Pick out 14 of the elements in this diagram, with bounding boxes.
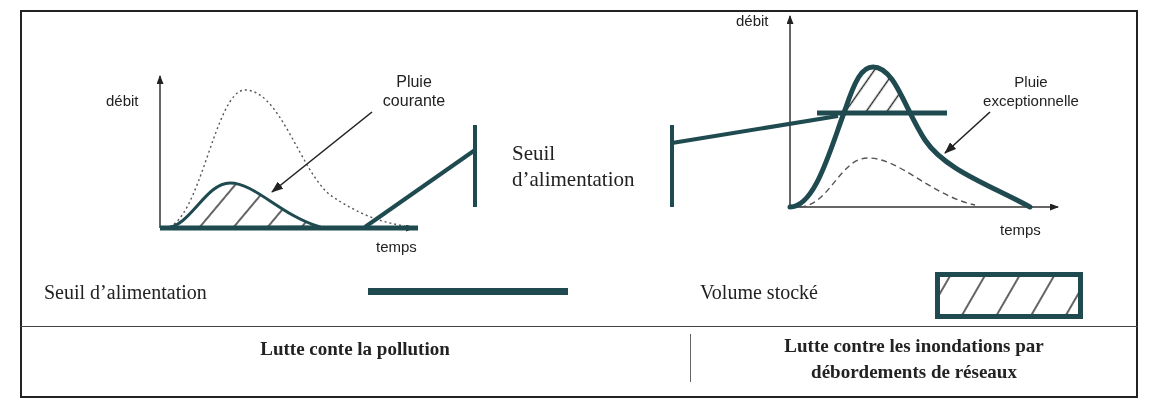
column-caption: Lutte contre les inondations par débordements de réseaux — [783, 334, 1045, 384]
legend-label: Seuil d’alimentation — [44, 280, 207, 304]
legend-label: Volume stocké — [700, 280, 818, 304]
leader-arrow — [271, 111, 373, 193]
bracketed-label: Seuil d’alimentation — [473, 125, 674, 207]
leader-arrow — [944, 111, 991, 154]
leader-line — [671, 114, 839, 145]
axis-label: débit — [736, 12, 769, 30]
callout-label: Pluie exceptionnelle — [975, 72, 1087, 110]
axis-label: temps — [1000, 221, 1041, 239]
callout-label: Pluie courante — [368, 72, 460, 110]
axis-label: débit — [106, 92, 139, 110]
column-caption: Lutte conte la pollution — [259, 337, 451, 360]
axis-label: temps — [376, 238, 417, 256]
